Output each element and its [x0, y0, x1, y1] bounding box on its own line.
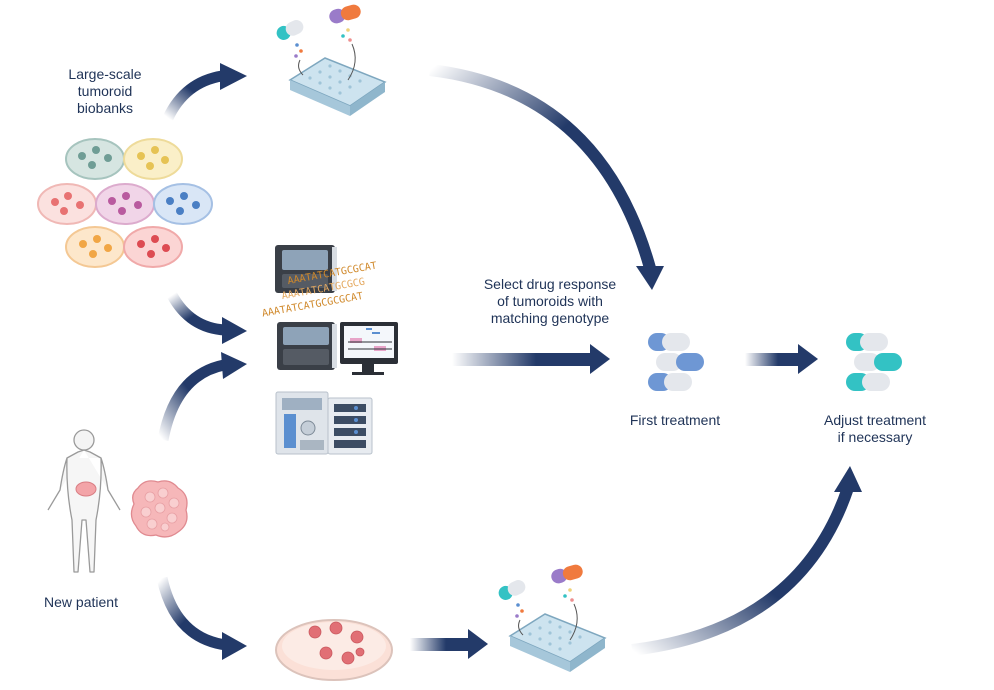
arrow-plate-to-first-treatment	[429, 64, 664, 290]
biobanks-label: Large-scale tumoroid biobanks	[50, 66, 160, 117]
sequencer-icon	[275, 245, 337, 293]
adjust-treatment-label-line-1: Adjust treatment	[824, 412, 926, 428]
capsule-icon	[846, 373, 890, 391]
new-patient-label: New patient	[44, 594, 118, 610]
capsule-icon	[276, 20, 304, 40]
arrow-first-to-adjust	[745, 344, 818, 374]
select-drug-label-line-1: Select drug response	[483, 276, 617, 292]
capsule-icon	[498, 580, 526, 600]
petri-dish-icon	[37, 183, 97, 225]
well-plate-icon	[288, 57, 387, 116]
adjusted-treatment-capsules	[846, 333, 902, 391]
biobanks-label-line-1: Large-scale	[68, 66, 142, 82]
first-treatment-capsules	[648, 333, 704, 391]
biobanks-label-line-2: tumoroid	[77, 83, 133, 99]
drug-screen-top	[276, 4, 387, 116]
monitor-icon	[340, 322, 398, 375]
arrow-biobank-to-sequencing	[167, 292, 247, 344]
drug-screen-bottom	[498, 564, 607, 672]
tumor-icon	[130, 480, 188, 538]
mass-spectrometer-icon	[275, 391, 373, 455]
petri-dish-icon	[275, 619, 393, 681]
arrow-plate-to-adjust	[631, 466, 862, 656]
adjust-treatment-label: Adjust treatment if necessary	[810, 412, 940, 446]
well-plate-icon	[508, 613, 607, 672]
human-body-icon	[47, 429, 121, 573]
petri-dish-icon	[95, 183, 155, 225]
first-treatment-label: First treatment	[629, 412, 721, 428]
sequencing-instruments: AAATATCATGCGCAT AAATATCATGCGCG AAATATCAT…	[261, 245, 398, 455]
select-drug-label: Select drug response of tumoroids with m…	[455, 276, 645, 327]
arrow-sequencing-to-first-treatment	[452, 344, 610, 374]
select-drug-label-line-3: matching genotype	[490, 310, 610, 326]
arrow-dish-to-plate	[410, 629, 488, 659]
arrow-patient-to-dish	[156, 576, 247, 660]
capsule-icon	[656, 353, 704, 371]
capsule-icon	[854, 353, 902, 371]
capsule-icon	[551, 564, 583, 584]
petri-dish-icon	[153, 183, 213, 225]
arrow-biobank-to-plate	[163, 63, 247, 121]
petri-dish-icon	[123, 226, 183, 268]
select-drug-label-line-2: of tumoroids with	[497, 293, 603, 309]
petri-dish-icon	[123, 138, 183, 180]
adjust-treatment-label-line-2: if necessary	[837, 429, 913, 445]
sequencer-icon	[277, 322, 337, 370]
petri-dish-icon	[65, 138, 125, 180]
capsule-icon	[846, 333, 888, 351]
capsule-icon	[648, 373, 692, 391]
arrow-patient-to-sequencing	[157, 352, 247, 442]
petri-dish-icon	[65, 226, 125, 268]
capsule-icon	[329, 4, 361, 24]
capsule-icon	[648, 333, 690, 351]
biobanks-label-line-3: biobanks	[76, 100, 134, 116]
biobank-dishes	[37, 138, 213, 268]
